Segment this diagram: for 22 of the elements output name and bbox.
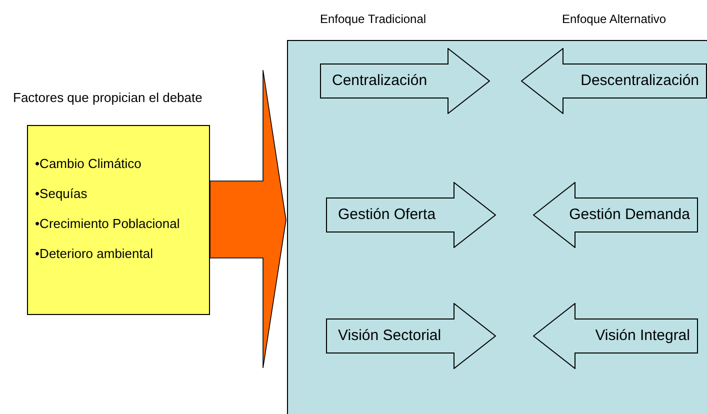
arrow-label: Gestión Oferta <box>338 204 436 225</box>
bullet-item: •Sequías <box>35 186 88 201</box>
block-arrow <box>533 182 698 248</box>
arrow-label: Visión Integral <box>595 326 690 346</box>
arrow-label: Descentralización <box>580 70 699 91</box>
block-arrow <box>533 303 698 369</box>
block-arrow <box>326 182 496 248</box>
column-heading: Enfoque Alternativo <box>562 11 666 28</box>
block-arrow-connector <box>210 70 286 368</box>
arrow-label: Centralización <box>332 70 428 91</box>
block-arrow <box>320 48 490 114</box>
arrow-label: Gestión Demanda <box>569 204 690 225</box>
approach-panel <box>287 40 707 414</box>
bullet-item: •Deterioro ambiental <box>35 246 154 261</box>
bullet-item: •Crecimiento Poblacional <box>35 216 181 231</box>
block-arrow <box>326 303 496 369</box>
block-arrow <box>521 48 707 114</box>
factor-box <box>27 125 210 315</box>
bullet-item: •Cambio Climático <box>35 156 142 171</box>
node-heading: Factores que propician el debate <box>13 89 202 107</box>
arrow-label: Visión Sectorial <box>338 326 442 346</box>
column-heading: Enfoque Tradicional <box>320 11 426 28</box>
